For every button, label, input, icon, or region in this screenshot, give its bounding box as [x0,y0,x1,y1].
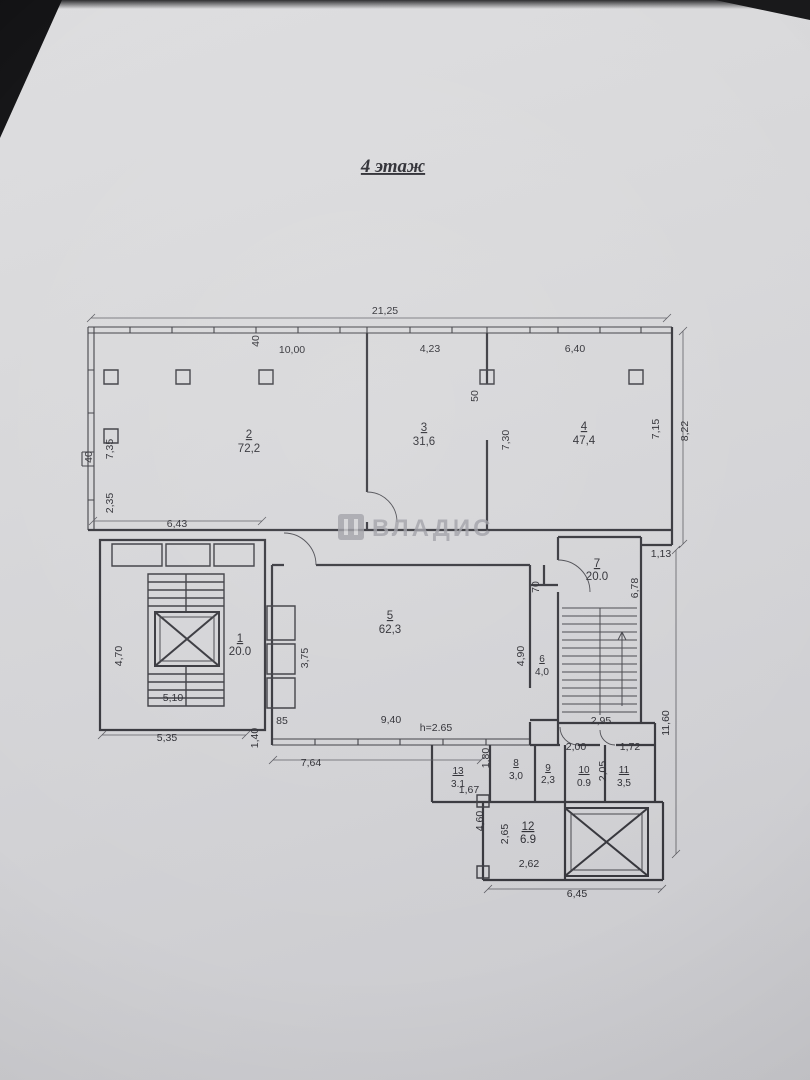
svg-text:47,4: 47,4 [573,435,596,447]
right-stair-treads [562,607,637,715]
svg-text:2: 2 [246,429,252,441]
dim-room2-w: 10,00 [279,344,305,356]
dim-seg-460: 4,60 [474,811,486,832]
svg-text:11: 11 [619,765,630,776]
wall-lines [88,327,674,882]
dim-stair-678: 6,78 [629,578,641,599]
dim-bottom-764: 7,64 [301,757,322,769]
svg-text:2,3: 2,3 [541,775,555,786]
dim-room4-h: 7,15 [650,419,662,440]
svg-text:0.9: 0.9 [577,778,591,789]
photo-top-edge [0,0,810,9]
watermark-building-icon [338,514,364,540]
svg-text:12: 12 [522,821,535,833]
svg-text:5: 5 [387,610,393,622]
room-2-label: 2 72,2 [238,429,260,455]
dim-seg-172: 1,72 [620,741,641,753]
dim-stub-70: 70 [530,581,542,593]
bottom-elevator-shaft [564,807,649,877]
room-1-label: 1 20.0 [229,633,251,658]
dim-stair-295: 2,95 [591,715,612,727]
dim-left-seg40: 40 [83,451,95,463]
svg-text:8: 8 [513,758,519,769]
window-wall-lines [81,326,673,746]
room-6-label: 6 4,0 [535,654,549,678]
svg-text:20.0: 20.0 [586,571,608,583]
dim-seg-180: 1,80 [480,748,492,769]
room-10-label: 10 0.9 [577,765,591,789]
dim-top-seg40: 40 [250,335,262,347]
dim-seg-200: 2,00 [566,741,587,753]
dim-room1-h: 4,70 [113,646,125,667]
dim-right-1160: 11,60 [660,710,672,736]
dim-seg-167: 1,67 [459,784,480,796]
bottom-elevator-inner [570,813,643,871]
dim-seg-265: 2,65 [499,824,511,845]
room-8-label: 8 3,0 [509,758,523,782]
room-5-label: 5 62,3 [379,610,401,636]
left-elevator-shaft [154,611,220,667]
svg-text:9: 9 [545,763,551,774]
dim-seg-205: 2,05 [597,761,609,782]
dim-height-note: h=2.65 [420,722,453,734]
svg-text:20.0: 20.0 [229,646,251,658]
svg-text:31,6: 31,6 [413,436,435,448]
svg-text:3: 3 [421,422,427,434]
dim-room5-w: 9,40 [381,714,402,726]
dim-block1-w: 5,35 [157,732,178,744]
svg-text:6: 6 [539,654,545,665]
page-title: 4 этаж [360,156,425,177]
dim-left-235: 2,35 [104,493,116,514]
room-3-label: 3 31,6 [413,422,435,448]
dim-shaft-375: 3,75 [299,648,311,669]
dim-room4-w: 6,40 [565,343,586,355]
svg-text:6.9: 6.9 [520,834,536,846]
dim-step-113: 1,13 [651,548,672,560]
room-12-label: 12 6.9 [520,821,536,846]
dim-left-643: 6,43 [167,518,188,530]
watermark: ВЛАДИС [338,514,493,542]
room-7-label: 7 20.0 [586,558,608,583]
room-4-label: 4 47,4 [573,421,596,447]
svg-text:10: 10 [578,765,590,776]
dim-seg-262: 2,62 [519,858,540,870]
svg-text:4,0: 4,0 [535,667,549,678]
svg-text:4: 4 [581,421,588,433]
dim-room3-w: 4,23 [420,343,441,355]
dim-stub-50: 50 [469,390,481,402]
dim-seg-140: 1,40 [249,728,261,749]
dim-top-total: 21,25 [372,305,398,317]
left-core-details [111,543,296,709]
dimension-lines [86,313,688,894]
dim-seg-85: 85 [276,715,288,727]
room-11-label: 11 3,5 [617,765,631,789]
watermark-text: ВЛАДИС [372,515,493,542]
svg-text:3,5: 3,5 [617,778,631,789]
svg-text:7: 7 [594,558,600,570]
dim-room2-h: 7,35 [104,439,116,460]
column-squares [103,369,644,879]
dim-bottom-645: 6,45 [567,888,588,900]
svg-text:3.1: 3.1 [451,779,465,790]
svg-text:3,0: 3,0 [509,771,523,782]
svg-text:13: 13 [452,766,464,777]
svg-text:62,3: 62,3 [379,624,401,636]
left-elevator-inner [159,616,215,662]
dim-room6-h: 4,90 [515,646,527,667]
room-13-label: 13 3.1 [451,766,465,790]
door-arcs [283,491,616,746]
room-9-label: 9 2,3 [541,763,555,786]
svg-text:1: 1 [237,633,243,645]
dim-right-total: 8,22 [679,421,691,442]
dim-room1-w: 5,10 [163,692,184,704]
dim-room3-h: 7,30 [500,430,512,451]
svg-text:72,2: 72,2 [238,443,260,455]
